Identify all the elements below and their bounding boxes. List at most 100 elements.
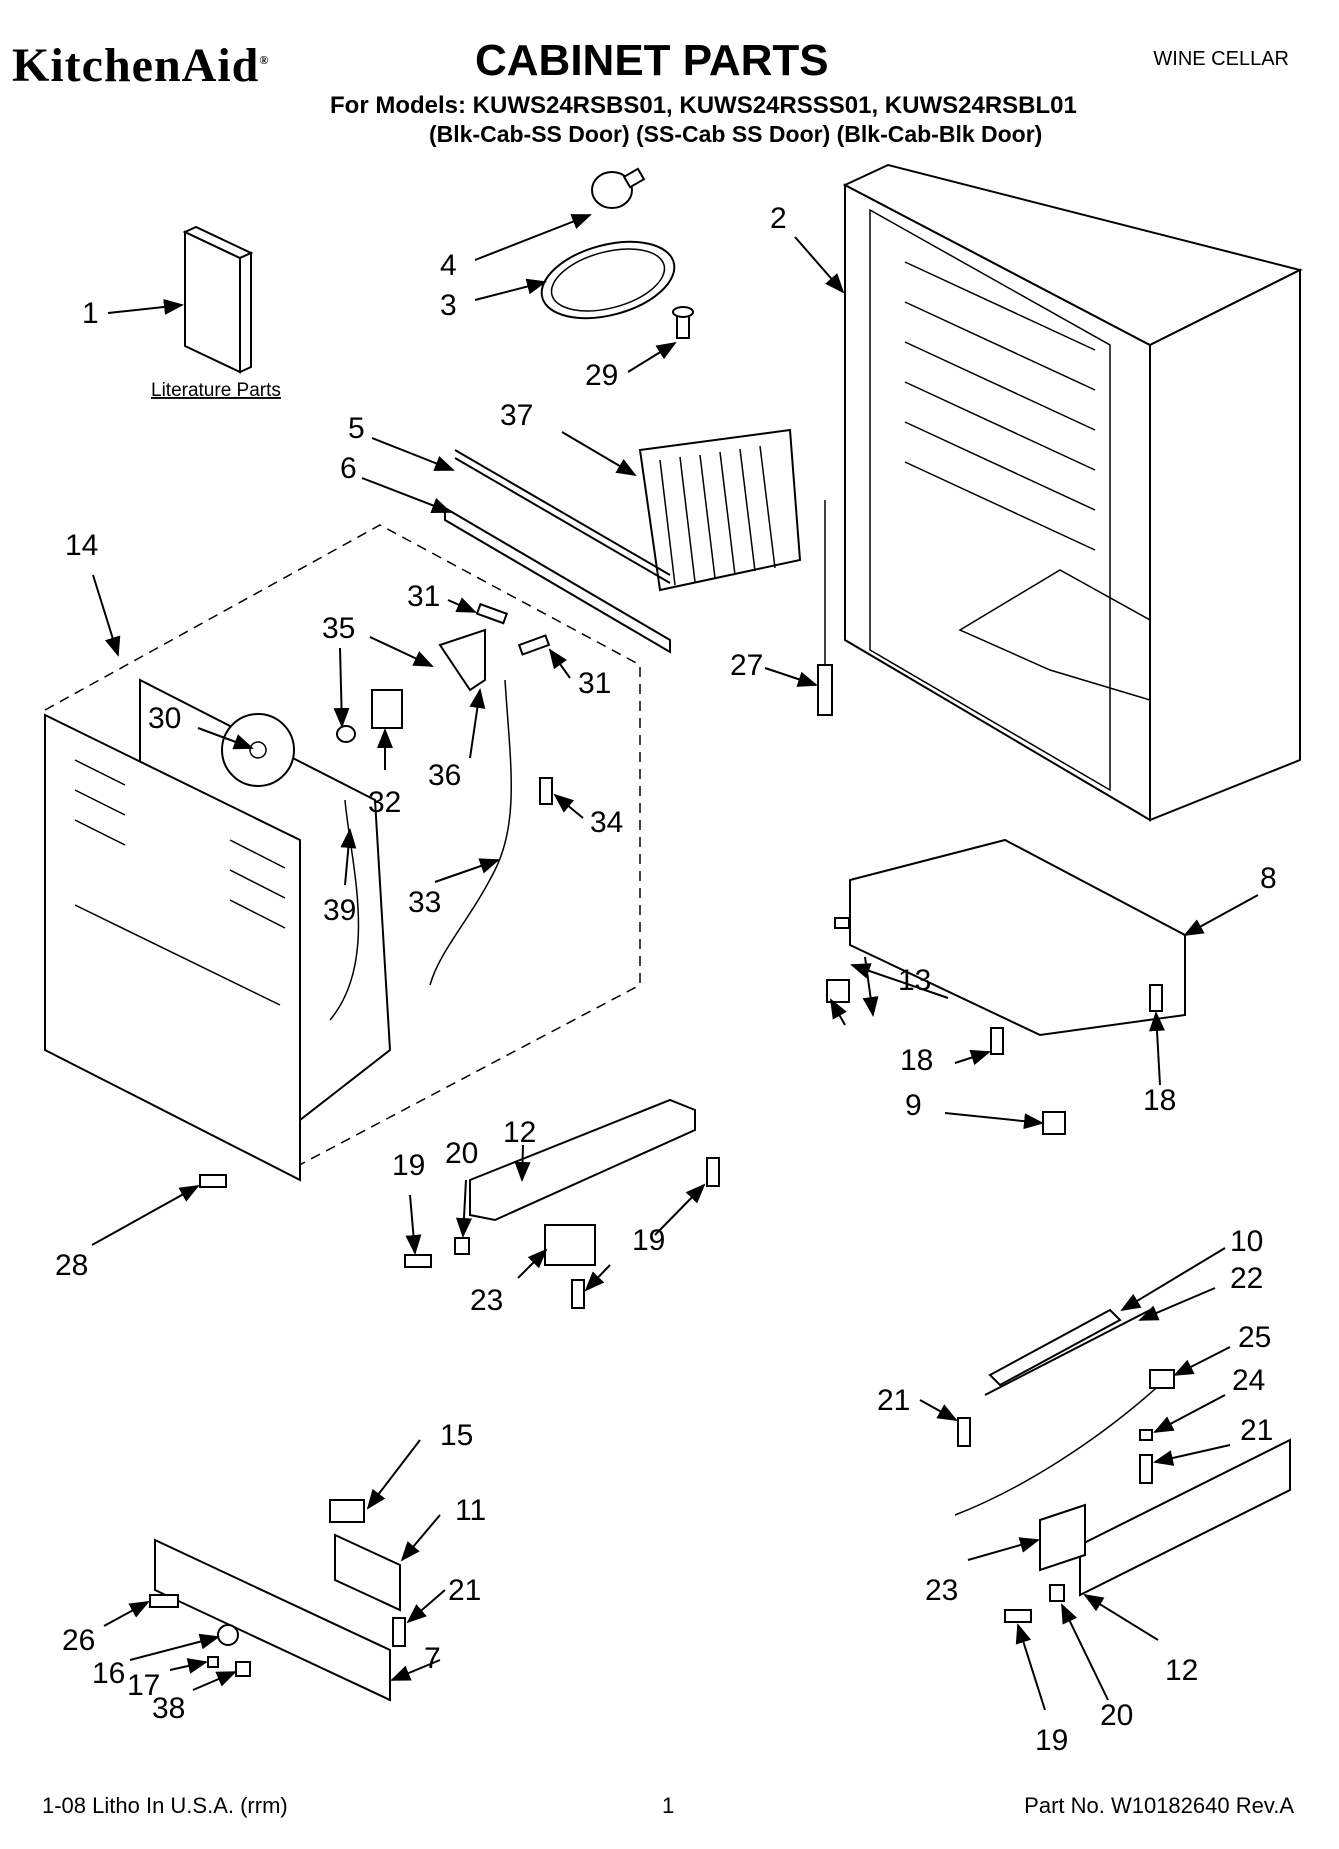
- callout-31b: 31: [578, 667, 611, 700]
- bushing-35: [336, 725, 356, 743]
- bracket-36: [438, 628, 486, 692]
- screw-19b: [706, 1157, 720, 1187]
- screw-19c: [571, 1279, 585, 1309]
- callout-21b: 21: [1240, 1414, 1273, 1447]
- callout-labels: 1 2 3 4 5 6 7 8 9 10 11 12 12 13 14 15 1…: [55, 202, 1277, 1757]
- callout-14: 14: [65, 529, 98, 562]
- screw-19a: [404, 1254, 432, 1268]
- screw-31a: [475, 602, 509, 625]
- callout-27: 27: [730, 649, 763, 682]
- screw-21c: [392, 1617, 406, 1647]
- callout-11: 11: [455, 1494, 486, 1527]
- callout-16: 16: [92, 1657, 125, 1690]
- callout-23a: 23: [470, 1284, 503, 1317]
- litho-note: 1-08 Litho In U.S.A. (rrm): [42, 1793, 288, 1818]
- callout-35: 35: [322, 612, 355, 645]
- clip-17: [207, 1656, 219, 1668]
- kick-bracket-12b: [1079, 1438, 1291, 1597]
- callout-34: 34: [590, 806, 623, 839]
- callout-29: 29: [585, 359, 618, 392]
- knob-16: [217, 1624, 239, 1646]
- cabinet-liner: [842, 163, 1303, 822]
- rod-22: [984, 1309, 1151, 1396]
- housing-11: [334, 1533, 401, 1612]
- clip-13: [834, 917, 850, 929]
- callout-9: 9: [905, 1089, 922, 1122]
- callout-24: 24: [1232, 1364, 1265, 1397]
- clip-20a: [454, 1237, 470, 1255]
- callout-39: 39: [323, 894, 356, 927]
- evaporator: [638, 428, 833, 716]
- callout-19b: 19: [632, 1224, 665, 1257]
- light-bulb: [591, 167, 646, 209]
- callout-6: 6: [340, 452, 357, 485]
- callout-15: 15: [440, 1419, 473, 1452]
- product-category: WINE CELLAR: [1153, 48, 1289, 70]
- wire-harness-33: [429, 679, 512, 986]
- base-pan-8: [849, 838, 1186, 1037]
- callout-25: 25: [1238, 1321, 1271, 1354]
- screw-28: [199, 1174, 227, 1188]
- callout-32: 32: [368, 786, 401, 819]
- page-title: CABINET PARTS: [475, 36, 829, 85]
- callout-26: 26: [62, 1624, 95, 1657]
- screw-31b: [517, 634, 551, 656]
- callout-37: 37: [500, 399, 533, 432]
- door-variants-line: (Blk-Cab-SS Door) (SS-Cab SS Door) (Blk-…: [429, 121, 1043, 147]
- screw-29: [672, 306, 694, 339]
- callout-8: 8: [1260, 862, 1277, 895]
- callout-23b: 23: [925, 1574, 958, 1607]
- clip-24: [1139, 1429, 1153, 1441]
- leader-lines: [91, 214, 1259, 1711]
- callout-17: 17: [127, 1669, 160, 1702]
- models-line: For Models: KUWS24RSBS01, KUWS24RSSS01, …: [330, 92, 1077, 119]
- control-32: [371, 689, 403, 729]
- brand-logo: KitchenAid®: [12, 39, 270, 92]
- harness-25: [954, 1379, 1166, 1516]
- screw-19d: [1004, 1609, 1032, 1623]
- callout-13: 13: [898, 964, 931, 997]
- callout-36: 36: [428, 759, 461, 792]
- bezel-38: [235, 1661, 251, 1677]
- screw-18b: [1149, 984, 1163, 1012]
- light-shield: [540, 240, 676, 320]
- callout-5: 5: [348, 412, 365, 445]
- callout-1: 1: [82, 297, 99, 330]
- callout-12b: 12: [1165, 1654, 1198, 1687]
- callout-38: 38: [152, 1692, 185, 1725]
- page-number: 1: [662, 1793, 675, 1818]
- callout-10: 10: [1230, 1225, 1263, 1258]
- callout-18b: 18: [1143, 1084, 1176, 1117]
- cover-23a: [544, 1224, 596, 1266]
- rod-5: [454, 449, 671, 584]
- callout-7: 7: [424, 1642, 441, 1675]
- callout-20b: 20: [1100, 1699, 1133, 1732]
- clip-20b: [1049, 1584, 1065, 1602]
- screw-21b: [1139, 1454, 1153, 1484]
- bar-6: [444, 506, 671, 654]
- leveling-leg-9a: [826, 979, 850, 1003]
- kick-bracket-12a: [469, 1098, 696, 1222]
- literature-booklet: [182, 225, 254, 374]
- callout-19a: 19: [392, 1149, 425, 1182]
- screw-18a: [990, 1027, 1004, 1055]
- callout-31a: 31: [407, 580, 440, 613]
- callout-33: 33: [408, 886, 441, 919]
- cover-23b: [1039, 1503, 1086, 1572]
- connector-25: [1149, 1369, 1175, 1389]
- callout-18a: 18: [900, 1044, 933, 1077]
- screw-34: [539, 777, 553, 805]
- callout-4: 4: [440, 249, 457, 282]
- part-number: Part No. W10182640 Rev.A: [1024, 1793, 1294, 1818]
- screw-21a: [957, 1417, 971, 1447]
- switch-15: [329, 1499, 365, 1523]
- leveling-leg-9b: [1042, 1111, 1066, 1135]
- callout-2: 2: [770, 202, 787, 235]
- callout-19c: 19: [1035, 1724, 1068, 1757]
- callout-3: 3: [440, 289, 457, 322]
- wire-39: [329, 799, 360, 1021]
- callout-21a: 21: [877, 1384, 910, 1417]
- callout-12a: 12: [503, 1116, 536, 1149]
- screw-26: [149, 1594, 179, 1608]
